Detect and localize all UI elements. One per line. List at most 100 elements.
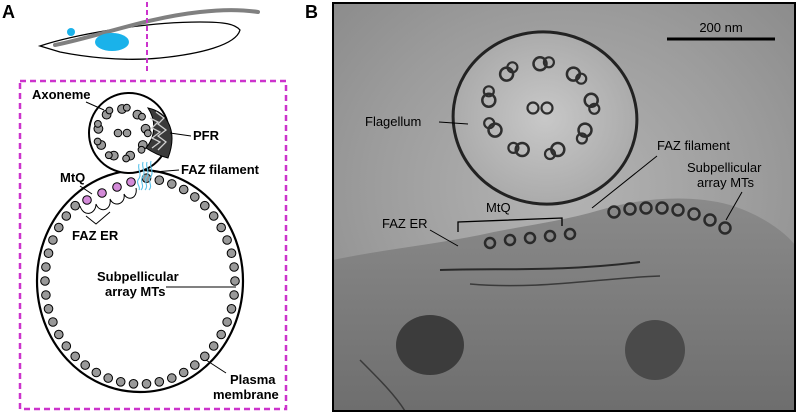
panel-b-letter: B <box>305 2 318 22</box>
subpellicular-microtubule <box>178 367 189 378</box>
subpellicular-microtubule <box>61 211 72 221</box>
subpellicular-microtubule <box>115 377 126 387</box>
faz-er-outline <box>79 187 137 214</box>
label-faz-filament: FAZ filament <box>181 162 260 177</box>
label-array-mts: array MTs <box>105 284 165 299</box>
subpellicular-microtubule <box>208 211 219 221</box>
em-leader-subpellicular <box>725 191 743 221</box>
trypanosome-cartoon <box>37 2 260 72</box>
leader-mtq <box>79 185 93 195</box>
label-pfr: PFR <box>193 128 220 143</box>
mtq-microtubules <box>82 177 136 205</box>
em-axoneme <box>481 56 601 161</box>
subpellicular-microtubule <box>70 200 80 211</box>
em-label-flagellum: Flagellum <box>365 114 421 129</box>
subpellicular-microtubule <box>229 290 239 300</box>
leader-pfr <box>169 132 192 137</box>
faz-er-bracket <box>85 211 111 225</box>
subpellicular-microtubule <box>229 262 239 272</box>
axoneme-doublet <box>104 151 113 160</box>
em-label-array-mts: array MTs <box>697 175 755 190</box>
subpellicular-microtubule <box>80 360 90 370</box>
scale-bar-label: 200 nm <box>699 20 742 35</box>
em-central-pair <box>526 101 540 115</box>
em-label-subpellicular: Subpellicular <box>687 160 762 175</box>
em-leader-faz-filament <box>591 155 658 209</box>
nucleus <box>95 33 129 51</box>
axoneme-doublet <box>122 154 130 163</box>
subpellicular-microtubule <box>128 379 139 389</box>
label-mtq: MtQ <box>60 170 85 185</box>
axoneme-doublet <box>143 129 152 138</box>
em-axoneme-doublet <box>577 122 593 138</box>
leader-plasma-membrane <box>205 359 227 374</box>
subpellicular-microtubule <box>41 262 51 272</box>
em-axoneme-doublet <box>575 132 589 145</box>
em-micrograph <box>333 3 795 411</box>
axoneme-microtubules <box>93 103 152 163</box>
subpellicular-microtubule <box>54 222 64 233</box>
em-axoneme-doublet <box>575 72 588 85</box>
subpellicular-microtubule <box>178 184 189 195</box>
em-mtq-bracket <box>457 217 563 232</box>
subpellicular-microtubule <box>70 351 80 362</box>
axoneme-doublet <box>105 106 114 115</box>
subpellicular-microtubule <box>208 341 219 351</box>
subpellicular-microtubule <box>167 373 177 383</box>
kinetoplast <box>67 28 75 36</box>
subpellicular-microtubule <box>190 360 200 370</box>
axoneme-doublet <box>93 137 102 146</box>
faz-filament-fibers <box>137 160 153 191</box>
subpellicular-microtubule <box>41 290 51 300</box>
label-faz-er: FAZ ER <box>72 228 119 243</box>
label-subpellicular: Subpellicular <box>97 269 179 284</box>
subpellicular-microtubule <box>43 304 54 314</box>
subpellicular-microtubule <box>48 235 58 245</box>
subpellicular-microtubule <box>40 276 50 286</box>
em-subpellicular-row <box>607 201 732 235</box>
em-leader-flagellum <box>438 121 469 125</box>
cross-section-frame <box>18 79 288 411</box>
label-membrane: membrane <box>213 387 279 402</box>
subpellicular-microtubule <box>190 192 200 202</box>
subpellicular-microtubule <box>200 351 210 362</box>
leader-faz-filament <box>153 169 180 173</box>
em-label-faz-filament: FAZ filament <box>657 138 730 153</box>
em-axoneme-doublet <box>481 92 497 109</box>
subpellicular-microtubule <box>222 317 232 327</box>
label-axoneme: Axoneme <box>32 87 91 102</box>
subpellicular-microtubule <box>103 373 113 383</box>
em-axoneme-doublet <box>483 117 496 130</box>
em-axoneme-doublet <box>542 56 556 69</box>
subpellicular-microtubule <box>226 248 237 258</box>
em-frame <box>332 2 796 412</box>
em-label-faz-er: FAZ ER <box>382 216 428 231</box>
subpellicular-microtubule <box>222 235 232 245</box>
leader-axoneme <box>85 101 105 111</box>
subpellicular-microtubule <box>230 276 240 286</box>
subpellicular-microtubule <box>167 179 177 189</box>
subpellicular-microtubule <box>61 341 72 351</box>
subpellicular-microtubule <box>216 329 226 340</box>
subpellicular-microtubule <box>91 367 102 378</box>
subpellicular-microtubule <box>43 248 54 258</box>
subpellicular-microtubule <box>154 377 165 387</box>
central-pair-microtubule <box>122 128 132 138</box>
em-label-mtq: MtQ <box>486 200 511 215</box>
label-plasma: Plasma <box>230 372 276 387</box>
central-pair-microtubule <box>113 128 123 138</box>
em-axoneme-doublet <box>583 92 599 109</box>
subpellicular-microtubule <box>200 200 210 211</box>
axoneme-doublet <box>94 120 102 128</box>
em-axoneme-doublet <box>543 147 557 161</box>
pfr <box>145 107 173 159</box>
subpellicular-microtubule <box>48 317 58 327</box>
em-mtq-row <box>483 227 577 250</box>
subpellicular-microtubule <box>216 222 226 233</box>
em-axoneme-doublet <box>506 61 519 74</box>
axoneme-doublet <box>137 145 146 154</box>
subpellicular-microtubule <box>154 175 165 185</box>
subpellicular-microtubule <box>226 304 237 314</box>
em-leader-faz-er <box>429 229 459 247</box>
